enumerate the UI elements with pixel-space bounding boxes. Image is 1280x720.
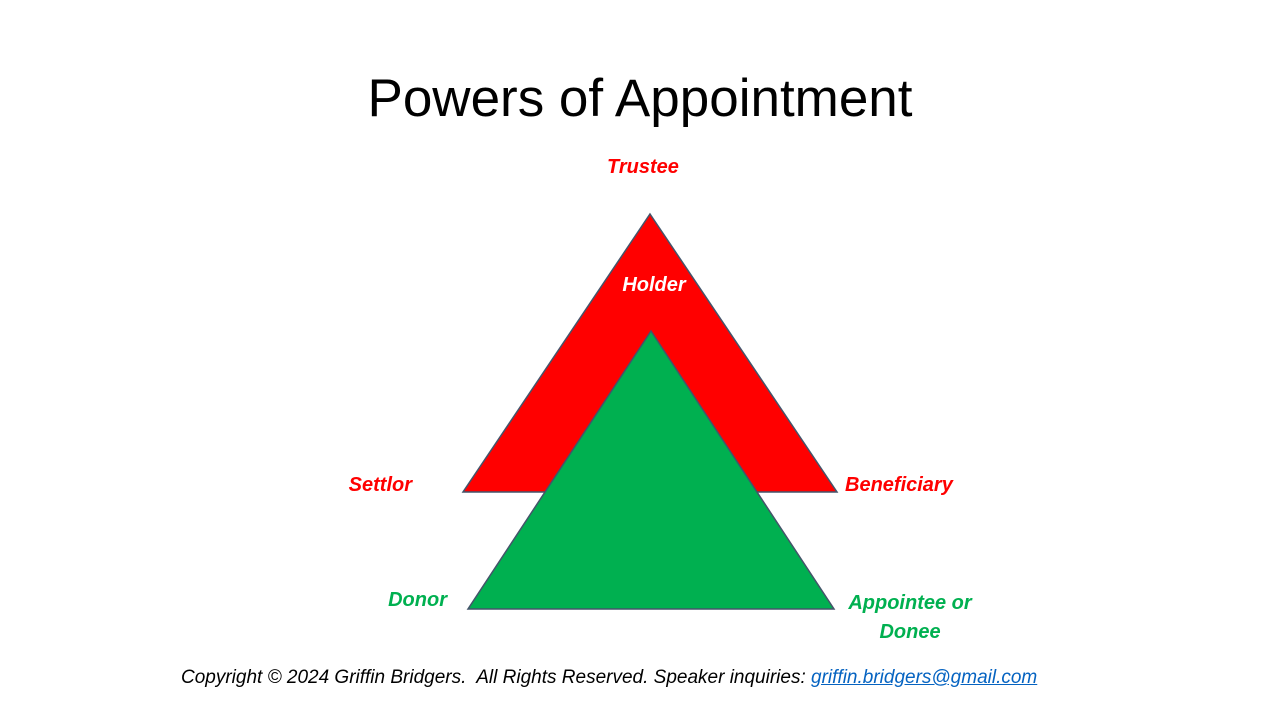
donor-label: Donor [388,589,447,611]
copyright-prefix: Copyright © 2024 Griffin Bridgers. All R… [181,667,812,688]
appointee-donee-line2: Donee [879,621,941,643]
settlor-label: Settlor [348,474,412,496]
slide-title: Powers of Appointment [367,69,913,128]
beneficiary-label: Beneficiary [845,474,953,496]
email-link[interactable]: griffin.bridgers@gmail.com [811,667,1038,688]
holder-label: Holder [622,274,686,296]
copyright-text: Copyright © 2024 Griffin Bridgers. All R… [181,667,1037,689]
appointee-donee-line1: Appointee or [848,592,972,614]
power-of-appointment-triangle [466,329,836,610]
appointee-donee-label: Appointee or Donee [810,589,1010,647]
trustee-label: Trustee [607,156,679,178]
